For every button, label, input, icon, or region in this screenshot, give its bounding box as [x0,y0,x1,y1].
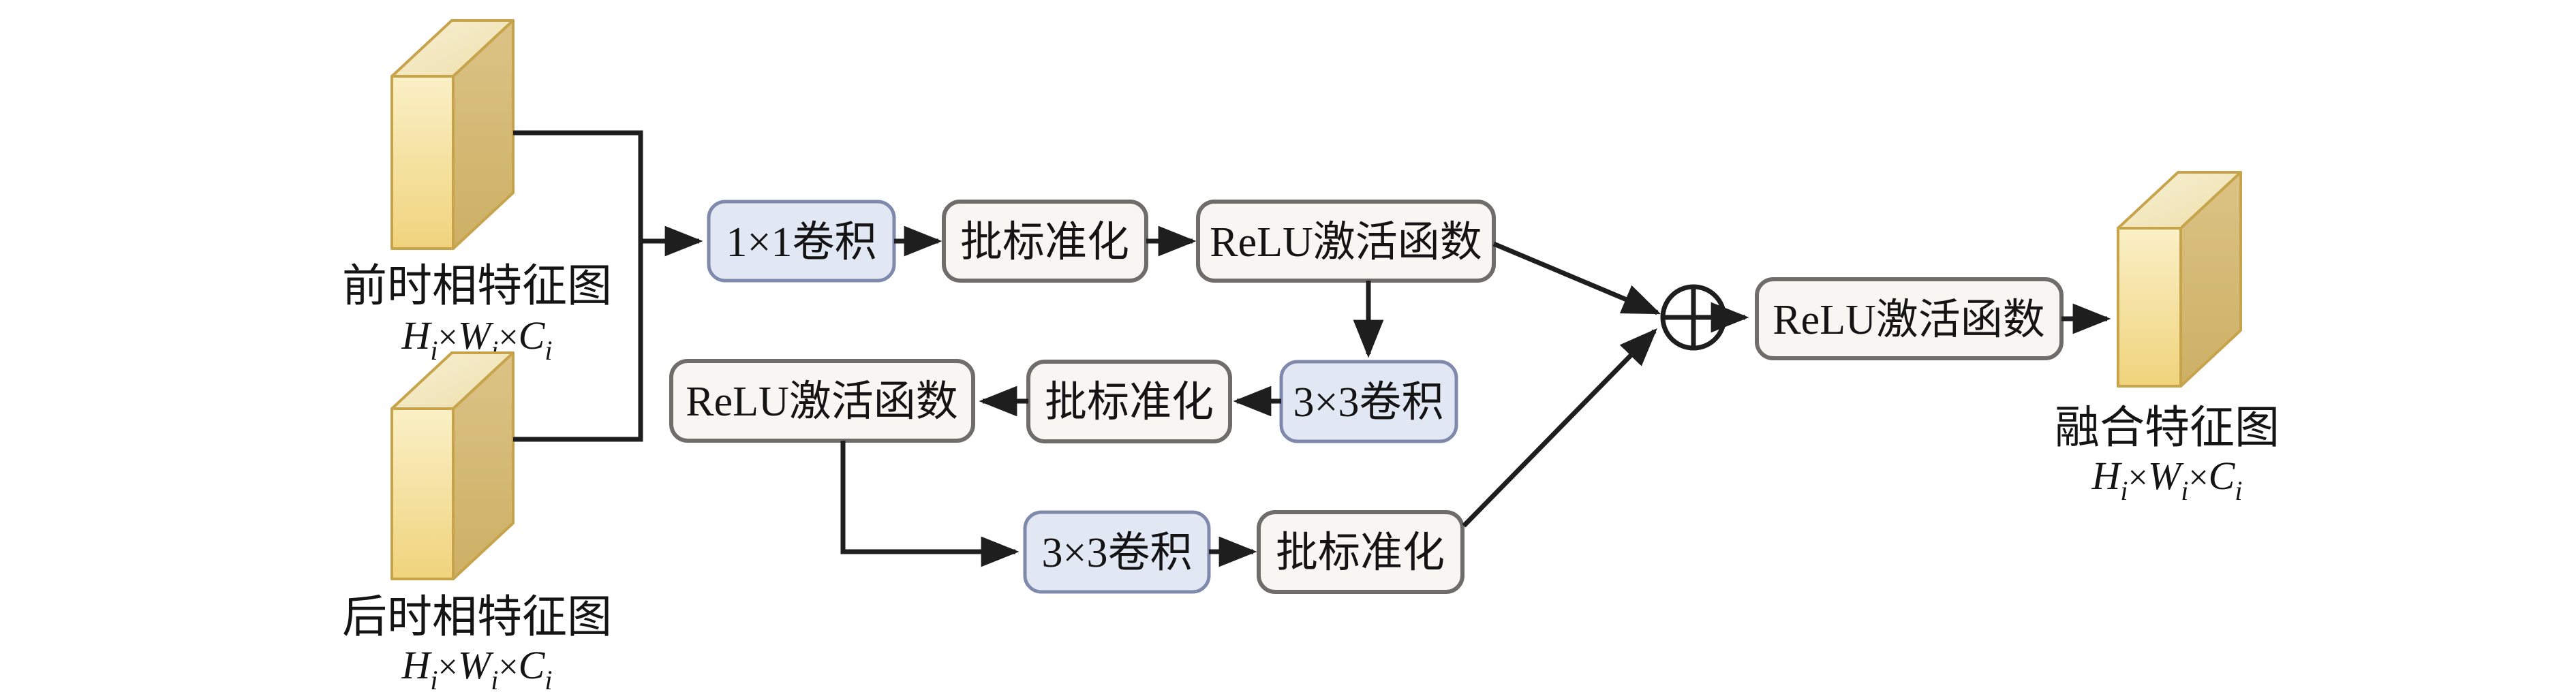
input-pre-label: 前时相特征图 [342,262,612,311]
output-cuboid-fused [2117,171,2242,388]
input-post-dims: Hi×Wi×Ci [401,643,553,692]
conv1x1-label: 1×1卷积 [726,219,877,266]
input-cuboid-pre [390,19,515,250]
relu-out-label: ReLU激活函数 [1773,297,2045,343]
bn1-label: 批标准化 [960,219,1129,266]
add-operator-icon [1660,284,1749,351]
bn3-box [1257,510,1465,594]
arrow-relu1-add [1492,241,1661,315]
arrow-bn3-add [1462,328,1657,528]
input-post-label: 后时相特征图 [342,593,612,642]
relu2-label: ReLU激活函数 [686,379,958,425]
conv3x3-top-label: 3×3卷积 [1293,379,1444,426]
input-merge-bracket [513,130,643,442]
relu2-box [669,359,975,443]
relu1-label: ReLU激活函数 [1210,219,1482,266]
conv3x3-bottom-label: 3×3卷积 [1042,530,1193,576]
arrow-relu2-conv3x3bottom [840,441,1019,567]
output-label: 融合特征图 [2055,403,2280,453]
bn3-label: 批标准化 [1276,530,1445,576]
bn2-label: 批标准化 [1045,379,1214,426]
input-pre-dims: Hi×Wi×Ci [401,313,553,366]
output-dims: Hi×Wi×Ci [2091,454,2243,506]
relu1-box [1196,200,1496,283]
input-cuboid-post [390,351,515,580]
